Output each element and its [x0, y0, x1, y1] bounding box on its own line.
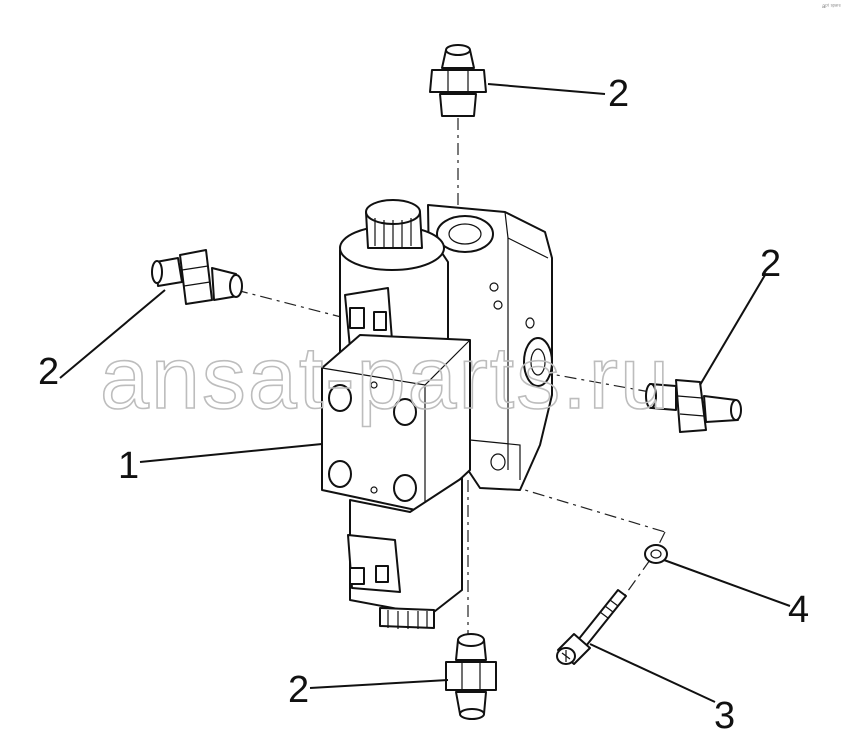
callout-2-fitting-right: 2 [760, 243, 781, 285]
watermark-text: ansat-parts.ru [100, 328, 671, 427]
callout-3-screw: 3 [714, 695, 735, 737]
fitting-bottom [445, 633, 497, 720]
fitting-left [151, 249, 243, 305]
callout-2-fitting-left: 2 [38, 351, 59, 393]
manifold-block [427, 204, 553, 491]
socket-head-screw [556, 589, 627, 665]
callout-1-valve: 1 [118, 445, 139, 487]
callout-4-washer: 4 [788, 589, 809, 631]
callout-2-fitting-bottom: 2 [288, 669, 309, 711]
leader-lines [59, 83, 791, 703]
callout-2-fitting-top: 2 [608, 73, 629, 115]
fitting-top [429, 44, 487, 117]
washer [644, 544, 668, 564]
fitting-right [645, 379, 742, 433]
corner-mark: aᵖᵗ ˢᵖᵃʳᵉ [822, 3, 842, 10]
solenoid-valve [321, 199, 471, 629]
